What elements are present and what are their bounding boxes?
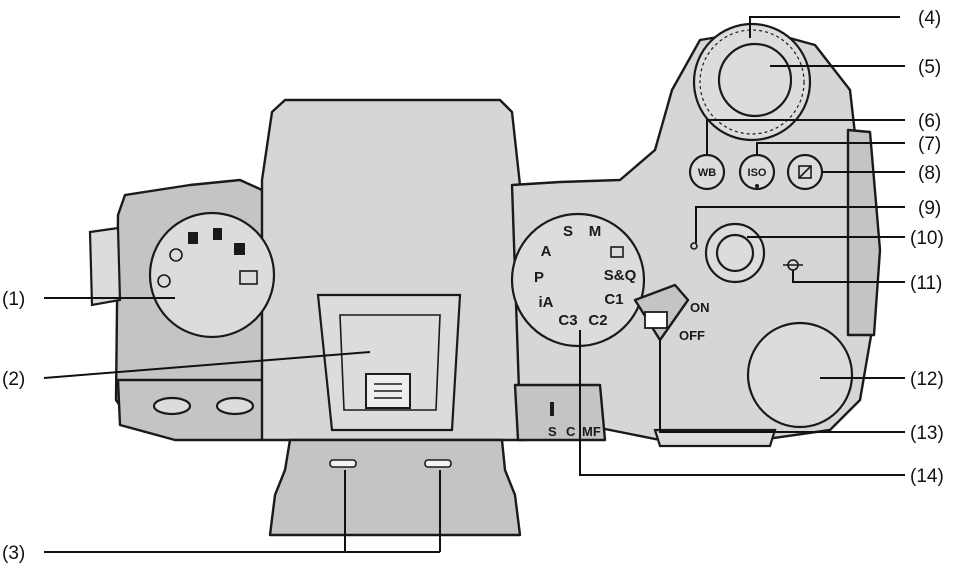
callout-11: (11) [910, 273, 942, 294]
callout-8: (8) [918, 163, 941, 184]
video-mode-icon [610, 246, 624, 258]
focus-mode-lever: S C MF [548, 424, 601, 439]
callout-6: (6) [918, 111, 941, 132]
exposure-comp-button [786, 153, 824, 191]
mode-ia-label: iA [539, 294, 554, 311]
mode-dial: M S A P iA C3 C2 C1 S&Q [510, 212, 646, 348]
exposure-comp-icon [798, 165, 812, 179]
callout-4: (4) [918, 8, 941, 29]
iso-button: ISO [738, 153, 776, 191]
callout-3: (3) [2, 543, 25, 564]
video-rec-button [704, 222, 766, 284]
wb-button-text: WB [698, 167, 716, 179]
mode-m-label: M [589, 223, 602, 240]
status-indicator [690, 242, 698, 250]
leader-lines [43, 16, 905, 553]
callout-7: (7) [918, 134, 941, 155]
mode-s-label: S [563, 223, 573, 240]
callout-10: (10) [910, 228, 944, 249]
callout-2: (2) [2, 369, 25, 390]
mode-a-label: A [541, 243, 552, 260]
callout-12: (12) [910, 369, 944, 390]
callout-1: (1) [2, 289, 25, 310]
rear-dial [746, 321, 854, 429]
power-off-label: OFF [679, 328, 705, 343]
drive-mode-dial [148, 211, 276, 339]
callout-9: (9) [918, 198, 941, 219]
lever-c-label: C [566, 424, 576, 439]
lever-mf-label: MF [582, 424, 601, 439]
shutter-button [717, 42, 793, 118]
wb-button: WB [688, 153, 726, 191]
mode-sq-label: S&Q [604, 267, 637, 284]
iso-button-text: ISO [748, 167, 767, 179]
callout-13: (13) [910, 423, 944, 444]
mode-c3-label: C3 [558, 312, 577, 329]
callout-5: (5) [918, 57, 941, 78]
callout-14: (14) [910, 466, 944, 487]
mode-p-label: P [534, 269, 544, 286]
mode-c2-label: C2 [588, 312, 607, 329]
mode-c1-label: C1 [604, 291, 623, 308]
power-switch: ON OFF [633, 283, 710, 343]
lever-s-label: S [548, 424, 557, 439]
power-on-label: ON [690, 300, 710, 315]
